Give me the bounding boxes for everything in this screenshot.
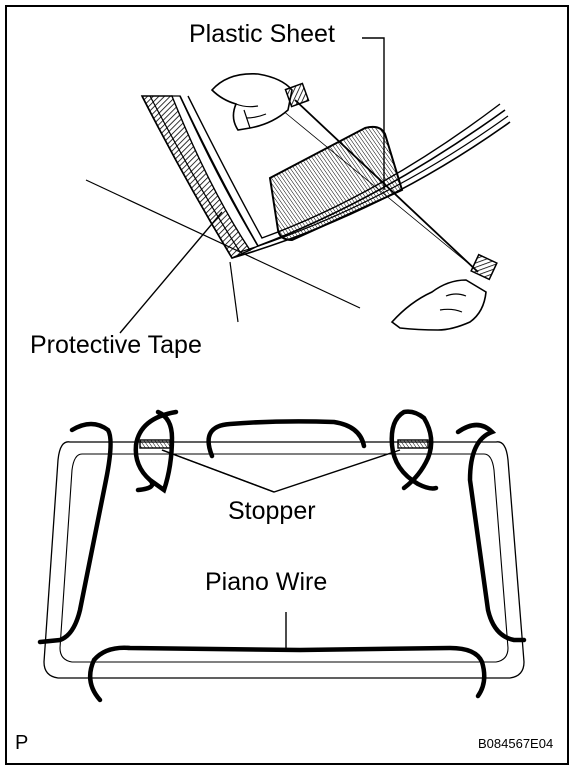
piano-wire-upper: [294, 99, 479, 273]
panel-line: [229, 261, 239, 323]
upper-illustration: [85, 37, 511, 334]
upper-wire-handle: [284, 82, 310, 108]
piano-wire-label: Piano Wire: [205, 568, 328, 596]
plastic-sheet: [268, 125, 404, 242]
stopper-leader: [161, 449, 401, 493]
corner-letter: P: [15, 732, 29, 754]
upper-hand: [210, 73, 293, 131]
plastic-sheet-label: Plastic Sheet: [189, 20, 335, 48]
protective-tape-label: Protective Tape: [30, 331, 202, 359]
glass-edge-line: [141, 95, 511, 259]
window-glass-outer: [43, 441, 525, 679]
piano-wire-loops: [37, 409, 527, 703]
lower-wire-handle: [470, 253, 498, 281]
figure-code: B084567E04: [478, 736, 554, 751]
glass-edge-line: [149, 95, 509, 253]
window-glass-inner: [59, 453, 509, 663]
plastic-sheet-leader: [362, 37, 385, 190]
stopper-label: Stopper: [228, 497, 316, 525]
stopper-left: [139, 439, 171, 449]
glass-edge-line: [187, 95, 501, 239]
piano-wire-upper: [281, 109, 475, 269]
lower-hand: [390, 279, 487, 331]
protective-tape-leader: [119, 211, 223, 334]
stopper-right: [397, 439, 429, 449]
lower-illustration: [37, 409, 527, 703]
stopper-leader: [161, 449, 275, 493]
